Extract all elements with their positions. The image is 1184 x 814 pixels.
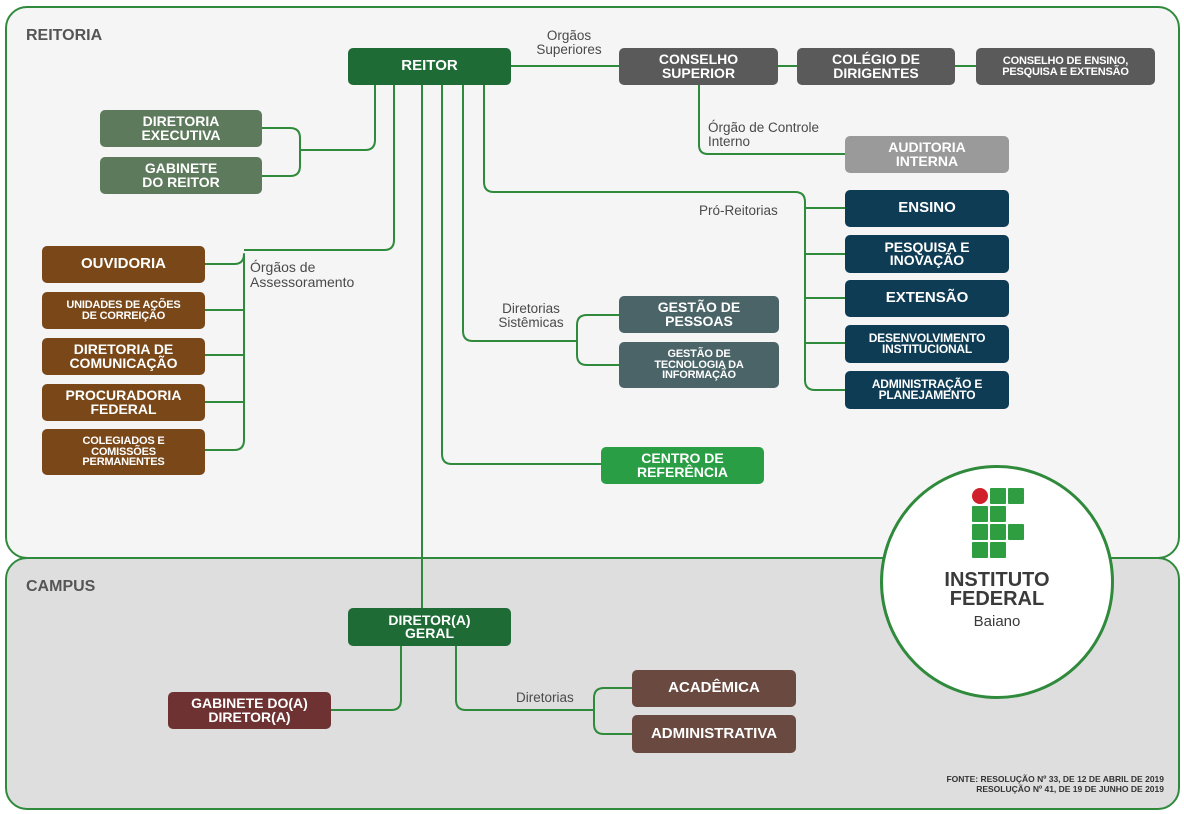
source-note: FONTE: RESOLUÇÃO Nº 33, DE 12 DE ABRIL D…: [946, 774, 1164, 794]
diretorias-sistemicas-label: Diretorias Sistêmicas: [498, 301, 564, 331]
diretor-geral-node: DIRETOR(A)GERAL: [348, 608, 511, 646]
conselho-ensino-node: CONSELHO DE ENSINO,PESQUISA E EXTENSÃO: [976, 48, 1155, 85]
reitor-node: REITOR: [348, 48, 511, 85]
extensao-node: EXTENSÃO: [845, 280, 1009, 317]
ensino-node: ENSINO: [845, 190, 1009, 227]
campus-section-label: CAMPUS: [26, 578, 96, 595]
logo-square-icon: [990, 524, 1006, 540]
logo-square-icon: [1008, 524, 1024, 540]
logo-subtitle: Baiano: [973, 613, 1021, 630]
logo-red-dot-icon: [972, 488, 988, 504]
gabinete-diretor-node: GABINETE DO(A)DIRETOR(A): [168, 692, 331, 729]
assessoramento-label: Órgãos de Assessoramento: [250, 259, 355, 290]
administrativa-node: ADMINISTRATIVA: [632, 715, 796, 753]
pro-reitorias-label: Pró-Reitorias: [699, 203, 778, 218]
logo-square-icon: [972, 524, 988, 540]
academica-node: ACADÊMICA: [632, 670, 796, 707]
logo-name: INSTITUTO FEDERAL: [944, 569, 1050, 610]
reitoria-section-label: REITORIA: [26, 27, 103, 44]
logo-square-icon: [972, 506, 988, 522]
logo-square-icon: [990, 506, 1006, 522]
logo-square-icon: [972, 542, 988, 558]
ouvidoria-node: OUVIDORIA: [42, 246, 205, 283]
logo-square-icon: [990, 488, 1006, 504]
controle-interno-label: Órgão de Controle Interno: [708, 120, 820, 150]
logo-square-icon: [1008, 488, 1024, 504]
orgaos-superiores-label: Orgãos Superiores: [536, 28, 602, 58]
diretorias-label: Diretorias: [516, 690, 574, 705]
instituto-federal-logo: INSTITUTO FEDERAL Baiano: [880, 465, 1114, 699]
logo-square-icon: [990, 542, 1006, 558]
